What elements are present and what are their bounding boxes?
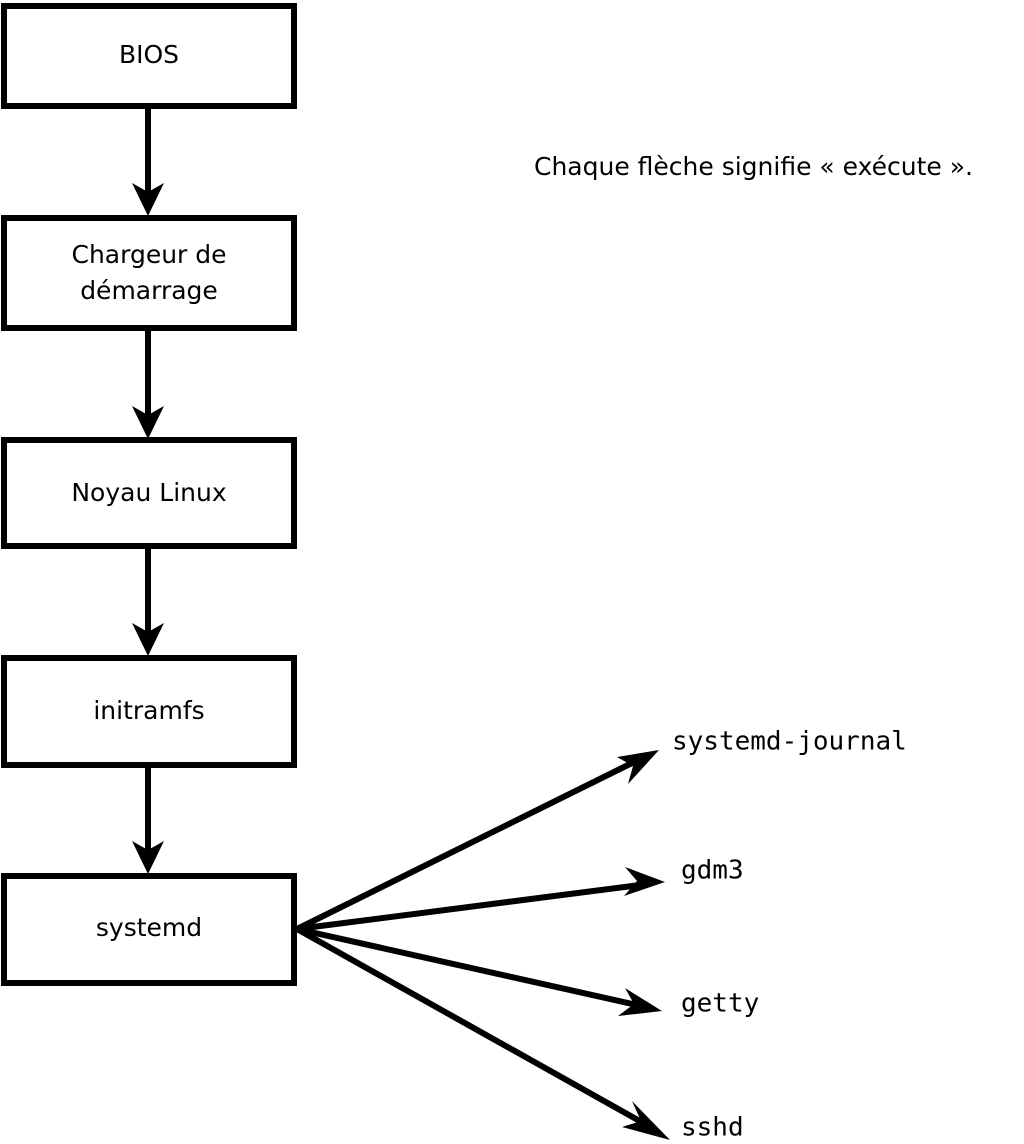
- node-bios[interactable]: BIOS: [1, 3, 297, 109]
- service-label-gdm3: gdm3: [681, 856, 744, 886]
- arrow-head-icon: [132, 623, 164, 656]
- arrow-head-icon: [132, 183, 164, 216]
- arrow-head-icon: [132, 841, 164, 874]
- node-kernel[interactable]: Noyau Linux: [1, 437, 297, 549]
- service-label-getty: getty: [681, 989, 759, 1019]
- node-bootloader-label-line1: Chargeur de: [71, 240, 226, 269]
- node-systemd[interactable]: systemd: [1, 873, 297, 986]
- edge-bootloader-to-kernel: [132, 330, 164, 439]
- edge-systemd-to-getty: [296, 926, 662, 1016]
- node-bootloader[interactable]: Chargeur de démarrage: [1, 215, 297, 331]
- node-kernel-label: Noyau Linux: [71, 478, 226, 507]
- service-label-sshd: sshd: [681, 1113, 744, 1143]
- arrow-head-icon: [618, 988, 662, 1016]
- node-initramfs[interactable]: initramfs: [1, 655, 297, 768]
- service-label-systemd-journal: systemd-journal: [672, 727, 907, 757]
- arrow-head-icon: [132, 406, 164, 439]
- edge-systemd-to-sshd: [295, 926, 670, 1140]
- edge-kernel-to-initramfs: [132, 548, 164, 656]
- edge-initramfs-to-systemd: [132, 767, 164, 874]
- arrow-head-icon: [624, 867, 665, 896]
- edge-bios-to-bootloader: [132, 108, 164, 216]
- arrow-head-icon: [617, 750, 659, 784]
- node-bootloader-label-line2: démarrage: [80, 276, 218, 305]
- node-initramfs-label: initramfs: [93, 696, 204, 725]
- edge-systemd-to-systemd-journal: [295, 750, 659, 932]
- edge-systemd-to-gdm3: [296, 867, 665, 932]
- diagram-caption: Chaque flèche signifie « exécute ».: [534, 152, 973, 181]
- arrow-head-icon: [622, 1101, 670, 1140]
- node-bios-label: BIOS: [119, 40, 179, 69]
- node-systemd-label: systemd: [96, 913, 202, 942]
